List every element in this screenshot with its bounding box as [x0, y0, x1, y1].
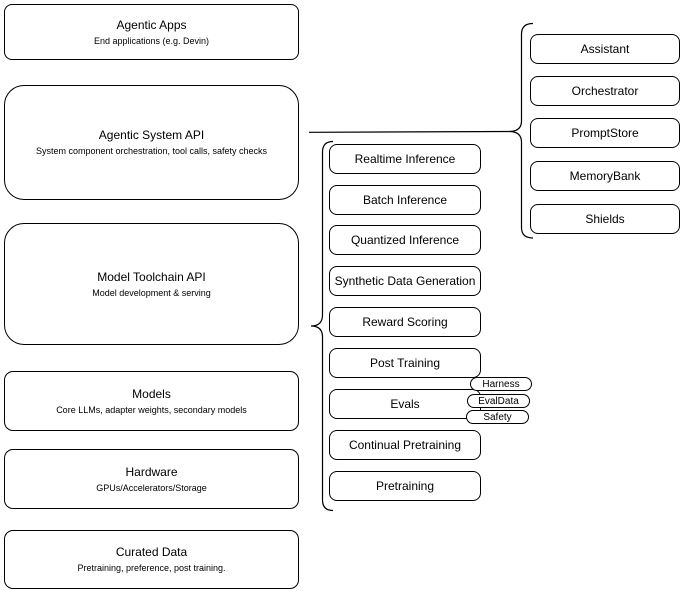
system-api-connector-line: [308, 130, 510, 133]
pill-label: EvalData: [478, 395, 519, 407]
node-label: Quantized Inference: [350, 233, 460, 247]
node-shields: Shields: [530, 204, 680, 234]
node-memorybank: MemoryBank: [530, 161, 680, 191]
node-subtitle: Model development & serving: [92, 287, 211, 298]
node-agentic-system-api: Agentic System API System component orch…: [4, 85, 299, 200]
node-label: Realtime Inference: [354, 152, 456, 166]
node-assistant: Assistant: [530, 34, 680, 64]
node-title: Hardware: [125, 464, 178, 479]
node-label: Reward Scoring: [362, 315, 448, 329]
node-label: Batch Inference: [362, 193, 448, 207]
node-title: Agentic Apps: [116, 17, 187, 32]
node-hardware: Hardware GPUs/Accelerators/Storage: [4, 449, 299, 509]
node-model-toolchain-api: Model Toolchain API Model development & …: [4, 223, 299, 345]
node-label: Continual Pretraining: [348, 438, 462, 452]
node-title: Models: [132, 386, 171, 401]
pill-label: Safety: [483, 411, 512, 423]
node-label: Orchestrator: [571, 84, 639, 98]
pill-safety: Safety: [466, 410, 529, 424]
node-label: Pretraining: [375, 479, 435, 493]
node-subtitle: Core LLMs, adapter weights, secondary mo…: [56, 404, 247, 415]
node-evals: Evals: [329, 389, 481, 419]
node-batch-inference: Batch Inference: [329, 185, 481, 215]
node-label: Synthetic Data Generation: [334, 274, 476, 288]
pill-evaldata: EvalData: [467, 394, 530, 408]
node-realtime-inference: Realtime Inference: [329, 144, 481, 174]
node-label: Shields: [585, 212, 625, 226]
node-orchestrator: Orchestrator: [530, 76, 680, 106]
node-label: PromptStore: [571, 126, 639, 140]
node-pretraining: Pretraining: [329, 471, 481, 501]
node-title: Agentic System API: [98, 128, 205, 142]
node-reward-scoring: Reward Scoring: [329, 307, 481, 337]
node-curated-data: Curated Data Pretraining, preference, po…: [4, 530, 299, 589]
node-agentic-apps: Agentic Apps End applications (e.g. Devi…: [4, 4, 299, 60]
node-subtitle: GPUs/Accelerators/Storage: [96, 482, 207, 493]
node-label: Evals: [390, 397, 420, 411]
node-synthetic-data-generation: Synthetic Data Generation: [329, 266, 481, 296]
node-models: Models Core LLMs, adapter weights, secon…: [4, 371, 299, 431]
pill-label: Harness: [482, 378, 520, 390]
toolchain-brace: [310, 140, 334, 512]
pill-harness: Harness: [470, 377, 532, 391]
node-title: Curated Data: [115, 545, 188, 559]
node-continual-pretraining: Continual Pretraining: [329, 430, 481, 460]
node-label: Post Training: [369, 356, 441, 370]
node-subtitle: End applications (e.g. Devin): [93, 35, 210, 46]
node-subtitle: Pretraining, preference, post training.: [77, 563, 226, 573]
node-title: Model Toolchain API: [97, 269, 206, 284]
system-components-brace: [508, 22, 534, 239]
node-label: MemoryBank: [569, 169, 641, 183]
node-promptstore: PromptStore: [530, 118, 680, 148]
node-label: Assistant: [580, 42, 630, 56]
node-quantized-inference: Quantized Inference: [329, 225, 481, 255]
node-subtitle: System component orchestration, tool cal…: [35, 146, 268, 156]
node-post-training: Post Training: [329, 348, 481, 378]
